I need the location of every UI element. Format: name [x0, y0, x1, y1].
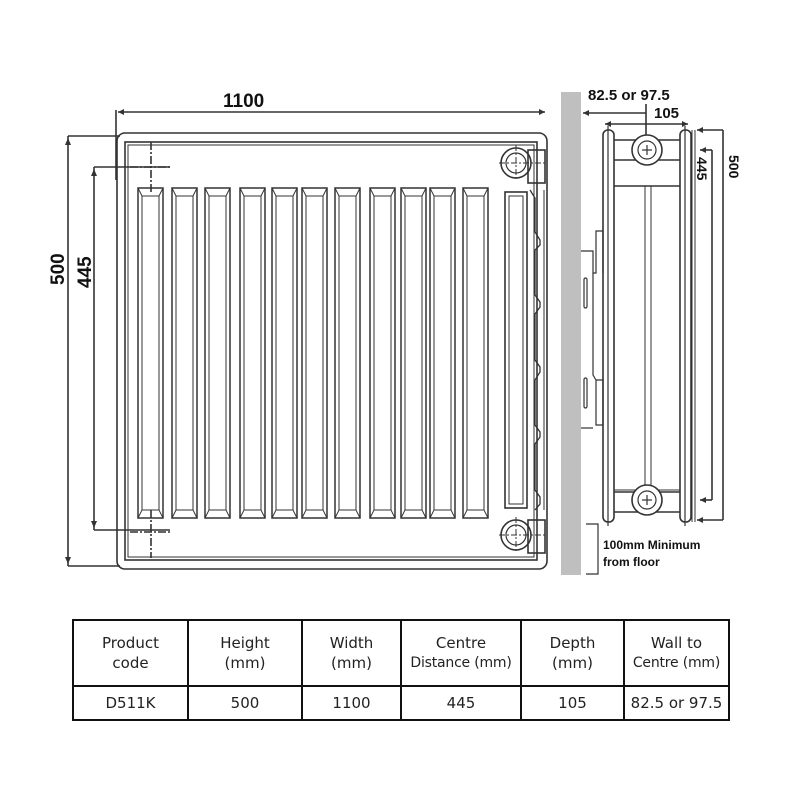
header-product-code: Product code — [72, 619, 189, 687]
front-view — [65, 109, 548, 570]
radiator-technical-drawing: 1100 500 445 82.5 or 97.5 105 445 500 10… — [48, 87, 742, 575]
side-height-label: 500 — [726, 155, 742, 179]
header-width: Width (mm) — [301, 619, 402, 687]
convector-fins — [137, 187, 489, 519]
header-line: Centre (mm) — [632, 655, 721, 671]
cell-depth: 105 — [520, 685, 625, 721]
side-centre-label: 445 — [694, 157, 710, 181]
side-view — [561, 92, 724, 575]
header-line: (mm) — [331, 654, 372, 672]
spec-table: Product code Height (mm) Width (mm) Cent… — [72, 619, 730, 721]
cell-width: 1100 — [301, 685, 402, 721]
floor-note-line2: from floor — [603, 555, 660, 569]
table-row: D511K 500 1100 445 105 82.5 or 97.5 — [72, 685, 730, 721]
centre-dimension-label: 445 — [75, 256, 96, 288]
cell-height: 500 — [187, 685, 303, 721]
width-dimension-label: 1100 — [223, 91, 264, 112]
table-header-row: Product code Height (mm) Width (mm) Cent… — [72, 619, 730, 687]
wall — [561, 92, 581, 575]
top-connection — [499, 145, 546, 184]
cell-centre-distance: 445 — [400, 685, 522, 721]
header-line: Wall to — [650, 634, 703, 652]
header-line: code — [112, 654, 149, 672]
header-line: (mm) — [224, 654, 266, 672]
header-wall-to-centre: Wall to Centre (mm) — [623, 619, 730, 687]
header-line: Distance (mm) — [410, 655, 512, 671]
header-line: Width — [329, 634, 374, 652]
header-line: Product — [102, 634, 159, 652]
wall-to-centre-label: 82.5 or 97.5 — [588, 87, 670, 104]
floor-note-line1: 100mm Minimum — [603, 538, 700, 552]
cell-wall-to-centre: 82.5 or 97.5 — [623, 685, 730, 721]
header-height: Height (mm) — [187, 619, 303, 687]
depth-dimension-label: 105 — [654, 105, 679, 122]
header-depth: Depth (mm) — [520, 619, 625, 687]
header-line: (mm) — [552, 654, 593, 672]
header-line: Centre — [435, 634, 487, 652]
bottom-connection — [499, 517, 546, 554]
height-dimension-label: 500 — [48, 253, 69, 285]
cell-product-code: D511K — [72, 685, 189, 721]
header-line: Height — [220, 634, 270, 652]
header-centre-distance: Centre Distance (mm) — [400, 619, 522, 687]
header-line: Depth — [549, 634, 596, 652]
wall-bracket — [581, 230, 604, 429]
